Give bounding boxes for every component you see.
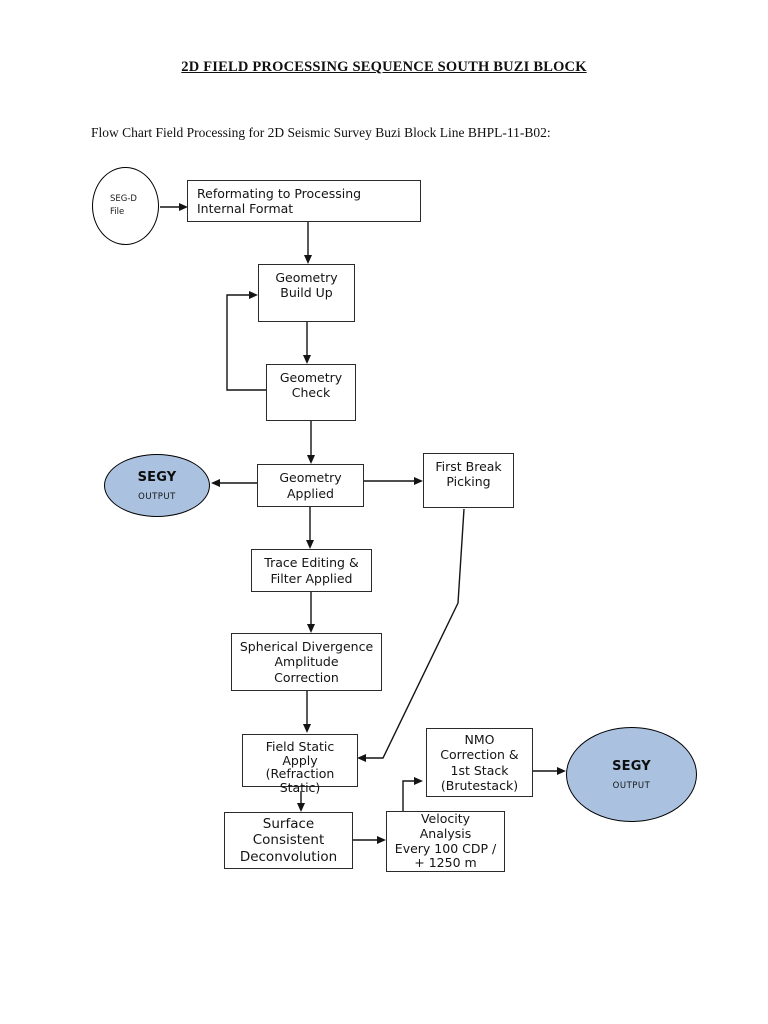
terminator-segy-output-left-subtitle: OUTPUT <box>138 491 176 502</box>
process-field-static-apply-label: Field Static Apply (Refraction Static) <box>265 739 335 795</box>
process-reformating-label: Reformating to Processing Internal Forma… <box>197 185 362 216</box>
process-geometry-check-label: Geometry Check <box>279 370 343 401</box>
terminator-segd-file-label: SEG-D File <box>110 194 137 217</box>
process-geometry-build-up-label: Geometry Build Up <box>275 270 338 301</box>
process-nmo-correction-label: NMO Correction & 1st Stack (Brutestack) <box>440 732 519 793</box>
process-nmo-correction: NMO Correction & 1st Stack (Brutestack) <box>426 728 533 797</box>
process-spherical-divergence: Spherical Divergence Amplitude Correctio… <box>231 633 382 691</box>
terminator-segy-output-right-title: SEGY <box>612 758 651 774</box>
process-geometry-build-up: Geometry Build Up <box>258 264 355 322</box>
process-first-break-picking-label: First Break Picking <box>435 459 502 490</box>
process-field-static-apply: Field Static Apply (Refraction Static) <box>242 734 358 794</box>
process-trace-editing-label: Trace Editing & Filter Applied <box>264 555 359 586</box>
process-geometry-check: Geometry Check <box>266 364 356 421</box>
process-geometry-applied: Geometry Applied <box>257 464 364 507</box>
process-first-break-picking: First Break Picking <box>423 453 514 508</box>
page-title: 2D FIELD PROCESSING SEQUENCE SOUTH BUZI … <box>181 59 587 75</box>
terminator-segy-output-left: SEGY OUTPUT <box>104 454 210 517</box>
process-velocity-analysis: Velocity Analysis Every 100 CDP / + 1250… <box>386 811 505 872</box>
process-reformating: Reformating to Processing Internal Forma… <box>187 180 421 222</box>
terminator-segy-output-left-title: SEGY <box>137 469 177 485</box>
terminator-segy-output-right-subtitle: OUTPUT <box>612 780 651 791</box>
process-spherical-divergence-label: Spherical Divergence Amplitude Correctio… <box>239 639 374 685</box>
flowchart-caption: Flow Chart Field Processing for 2D Seism… <box>91 125 551 140</box>
process-trace-editing: Trace Editing & Filter Applied <box>251 549 372 592</box>
process-velocity-analysis-label: Velocity Analysis Every 100 CDP / + 1250… <box>394 811 497 871</box>
process-geometry-applied-label: Geometry Applied <box>279 470 342 501</box>
process-surface-consistent-deconvolution-label: Surface Consistent Deconvolution <box>239 815 338 865</box>
terminator-segy-output-right: SEGY OUTPUT <box>566 727 697 822</box>
terminator-segd-file: SEG-D File <box>92 167 159 245</box>
process-surface-consistent-deconvolution: Surface Consistent Deconvolution <box>224 812 353 869</box>
